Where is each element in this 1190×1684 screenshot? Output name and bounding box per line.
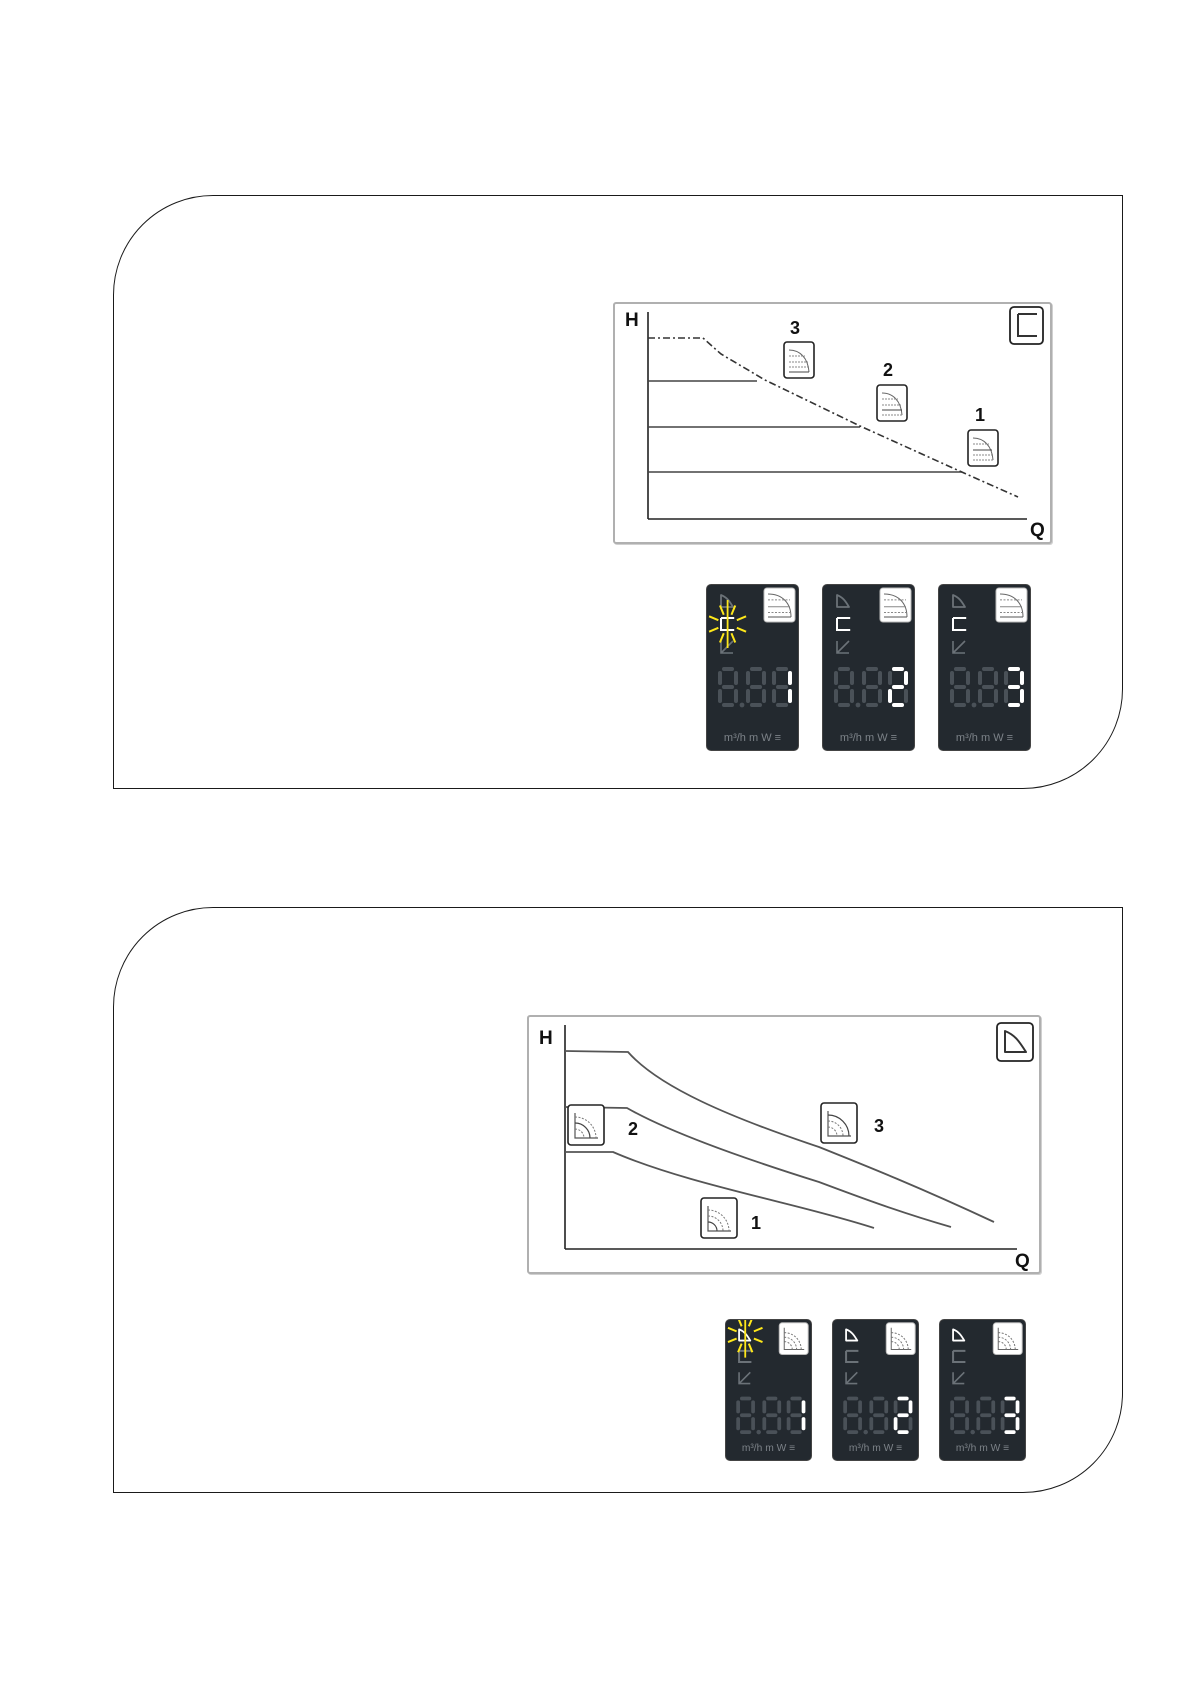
- lcd-digit-value: [772, 667, 792, 707]
- lcd-digit-dim: [843, 1397, 862, 1434]
- pump-display-screen: [726, 1320, 811, 1460]
- lcd-digit-value: [787, 1397, 806, 1434]
- curve-3-icon: [821, 1103, 857, 1143]
- proportional-pressure-graph: H Q 2 3 1: [527, 1015, 1041, 1274]
- lcd-digit-dim: [976, 1397, 995, 1434]
- lcd-units-label: m³/h m W ≡: [726, 1443, 811, 1454]
- curve-1-label: 1: [975, 405, 985, 425]
- signal-bars-icon: ≡: [786, 1443, 795, 1454]
- pump-display-2: m³/h m W ≡: [833, 1320, 918, 1460]
- proportional-pressure-icon: [846, 1329, 857, 1340]
- signal-bars-icon: ≡: [888, 732, 897, 744]
- lcd-digit-dim: [869, 1397, 888, 1434]
- constant-pressure-icon: [837, 618, 850, 630]
- curve-1-icon: [968, 430, 998, 466]
- signal-bars-icon: ≡: [893, 1443, 902, 1454]
- proportional-pressure-icon: [837, 595, 849, 607]
- proportional-curve-icon: [886, 1323, 915, 1355]
- proportional-curve-icon: [779, 1323, 808, 1355]
- lcd-decimal-point: [972, 703, 977, 708]
- auto-adapt-icon: [837, 641, 849, 653]
- auto-adapt-icon: [953, 1372, 964, 1383]
- lcd-digit-dim: [978, 667, 998, 707]
- auto-adapt-icon: [953, 641, 965, 653]
- pump-display-screen: [823, 585, 914, 750]
- curve-3-label: 3: [790, 318, 800, 338]
- lcd-units-label: m³/h m W ≡: [707, 732, 798, 744]
- lcd-digit-dim: [746, 667, 766, 707]
- constant-pressure-icon: [953, 618, 966, 630]
- proportional-pressure-icon: [997, 1023, 1033, 1061]
- signal-bars-icon: ≡: [772, 732, 781, 744]
- pump-display-screen: [833, 1320, 918, 1460]
- curve-1-label: 1: [751, 1213, 761, 1233]
- curve-2-icon: [877, 385, 907, 421]
- lcd-decimal-point: [970, 1430, 974, 1434]
- lcd-digit-value: [888, 667, 908, 707]
- lcd-digit-value: [1001, 1397, 1020, 1434]
- lcd-digit-dim: [718, 667, 738, 707]
- proportional-curve-icon: [993, 1323, 1022, 1355]
- proportional-pressure-icon: [953, 1329, 964, 1340]
- lcd-digit-dim: [950, 1397, 969, 1434]
- pressure-curve-icon: [996, 588, 1027, 622]
- proportional-pressure-graph-canvas: H Q 2 3 1: [529, 1017, 1039, 1272]
- signal-bars-icon: ≡: [1004, 732, 1013, 744]
- x-axis-label: Q: [1030, 520, 1045, 541]
- auto-adapt-icon: [846, 1372, 857, 1383]
- curve-2-icon: [568, 1105, 604, 1145]
- blink-indicator-icon: [709, 600, 746, 648]
- pump-display-1: m³/h m W ≡: [707, 585, 798, 750]
- constant-pressure-icon: [953, 1351, 965, 1362]
- lcd-digit-value: [1004, 667, 1024, 707]
- constant-pressure-graph: H Q 3 2: [613, 302, 1052, 544]
- y-axis-label: H: [539, 1028, 553, 1049]
- lcd-decimal-point: [756, 1430, 760, 1434]
- lcd-units-label: m³/h m W ≡: [833, 1443, 918, 1454]
- curve-2-label: 2: [628, 1119, 638, 1139]
- pump-display-screen: [940, 1320, 1025, 1460]
- pump-display-3: m³/h m W ≡: [940, 1320, 1025, 1460]
- pump-display-1: m³/h m W ≡: [726, 1320, 811, 1460]
- x-axis-label: Q: [1015, 1251, 1030, 1272]
- blink-indicator-icon: [728, 1320, 763, 1358]
- lcd-digit-dim: [862, 667, 882, 707]
- auto-adapt-icon: [739, 1372, 750, 1383]
- curve-3-icon: [784, 342, 814, 378]
- max-curve: [648, 338, 1018, 497]
- curve-3-label: 3: [874, 1116, 884, 1136]
- pump-display-screen: [939, 585, 1030, 750]
- lcd-decimal-point: [856, 703, 861, 708]
- proportional-pressure-icon: [953, 595, 965, 607]
- lcd-digit-dim: [834, 667, 854, 707]
- curve-1-icon: [701, 1198, 737, 1238]
- lcd-decimal-point: [740, 703, 745, 708]
- pump-display-2: m³/h m W ≡: [823, 585, 914, 750]
- lcd-units-label: m³/h m W ≡: [823, 732, 914, 744]
- curve-2-label: 2: [883, 360, 893, 380]
- constant-pressure-icon: [1010, 307, 1043, 344]
- lcd-decimal-point: [863, 1430, 867, 1434]
- signal-bars-icon: ≡: [1000, 1443, 1009, 1454]
- pump-display-screen: [707, 585, 798, 750]
- lcd-units-label: m³/h m W ≡: [939, 732, 1030, 744]
- lcd-digit-dim: [950, 667, 970, 707]
- pressure-curve-icon: [764, 588, 795, 622]
- constant-pressure-icon: [846, 1351, 858, 1362]
- pressure-curve-icon: [880, 588, 911, 622]
- lcd-digit-dim: [762, 1397, 781, 1434]
- pump-display-3: m³/h m W ≡: [939, 585, 1030, 750]
- constant-pressure-graph-canvas: H Q 3 2: [615, 304, 1050, 542]
- lcd-units-label: m³/h m W ≡: [940, 1443, 1025, 1454]
- y-axis-label: H: [625, 310, 639, 331]
- lcd-digit-value: [894, 1397, 913, 1434]
- lcd-digit-dim: [736, 1397, 755, 1434]
